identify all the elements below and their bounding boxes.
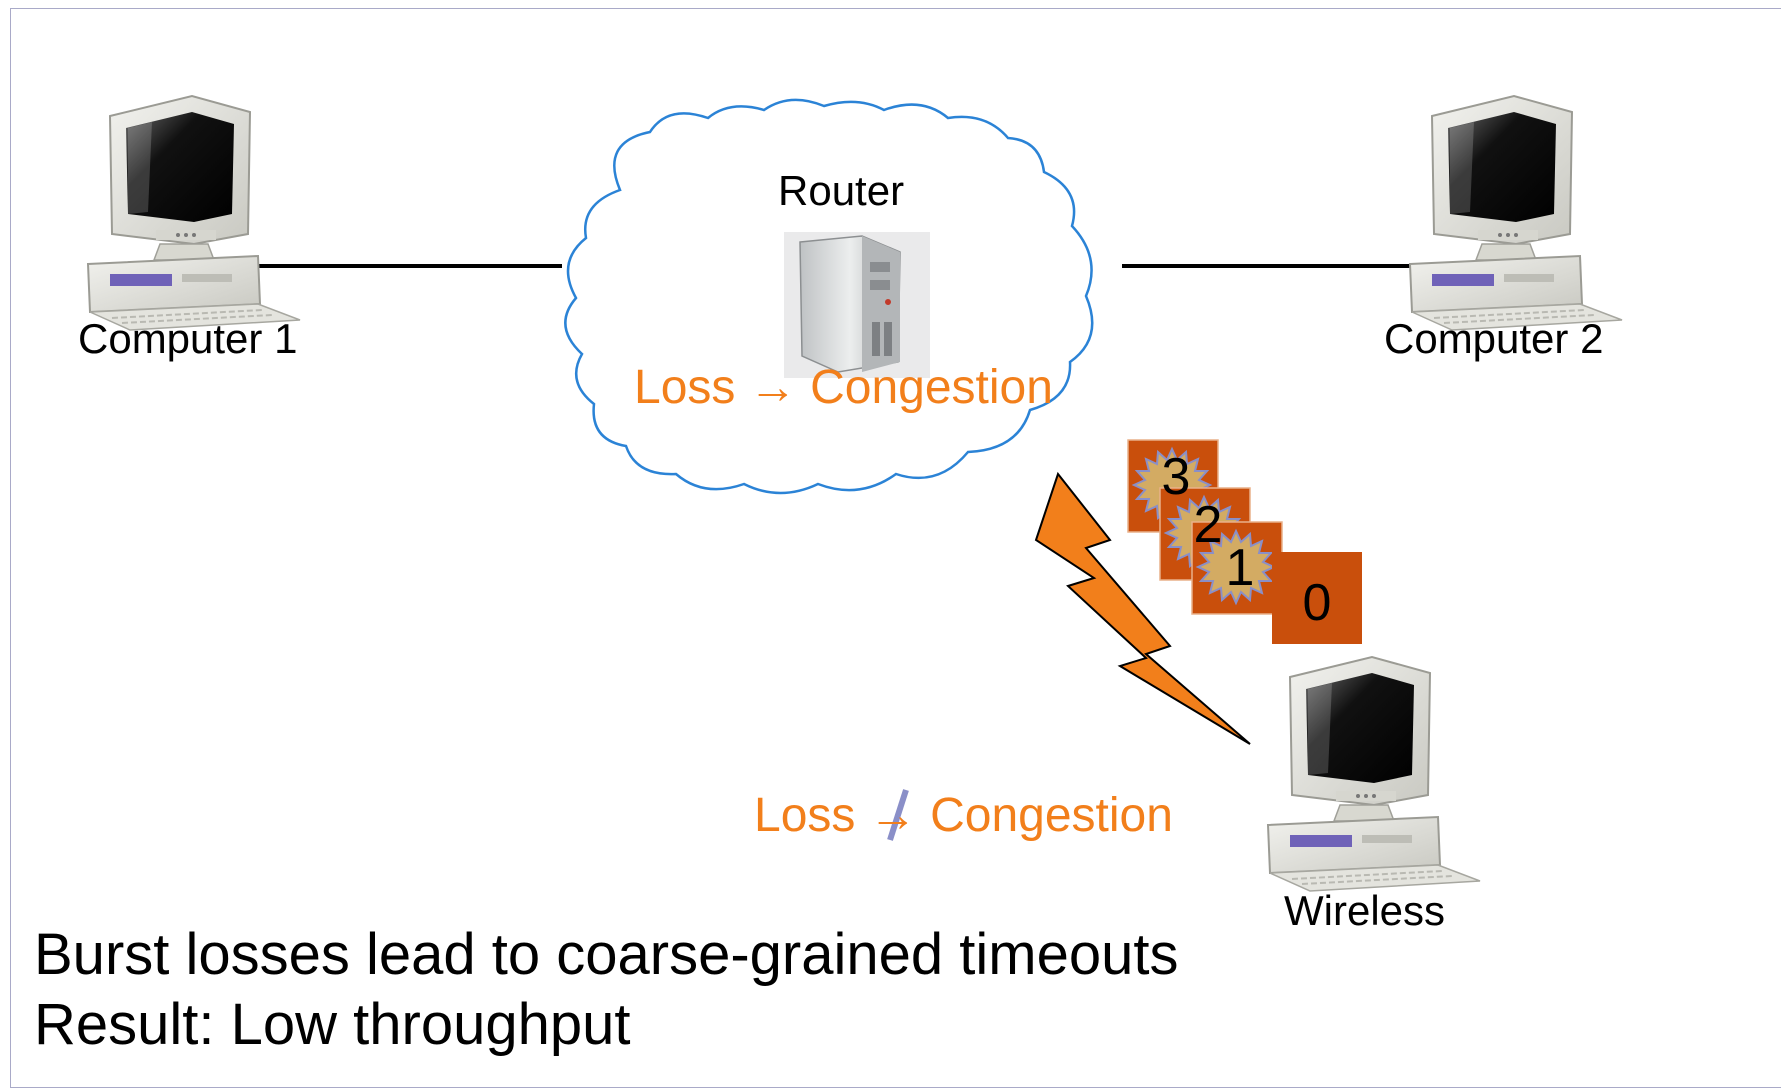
- packet-1-label: 1: [1226, 539, 1255, 597]
- router-server-icon: [784, 232, 930, 378]
- wireless-computer-icon: [1267, 656, 1481, 892]
- computer-1-icon: [87, 95, 301, 331]
- bullet-result: Result: Low throughput: [34, 992, 631, 1057]
- wireless-arrow: →: [868, 789, 917, 842]
- packet-3-label: 3: [1162, 448, 1191, 506]
- wireless-loss-text: Loss: [754, 789, 856, 842]
- computer-2-icon: [1409, 95, 1623, 331]
- bullet-burst-losses: Burst losses lead to coarse-grained time…: [34, 922, 1179, 987]
- wireless-label: Wireless: [1284, 887, 1446, 934]
- lightning-bolt-icon: [1034, 471, 1251, 745]
- packet-2-label: 2: [1194, 496, 1223, 554]
- packet-0-label: 0: [1303, 574, 1332, 632]
- wired-loss-text: Loss: [634, 361, 736, 414]
- negation-strike: [887, 789, 909, 841]
- router-label: Router: [778, 167, 905, 214]
- computer-2-label: Computer 2: [1384, 315, 1604, 362]
- packet-0: [1272, 552, 1362, 644]
- wireless-loss-not-congestion-note: Loss → Congestion: [754, 792, 1173, 840]
- wired-arrow: →: [748, 361, 797, 414]
- packet-1: [1191, 521, 1283, 615]
- wireless-congestion-text: Congestion: [930, 789, 1173, 842]
- computer-1-label: Computer 1: [78, 315, 298, 362]
- wired-loss-congestion-note: Loss → Congestion: [634, 364, 1053, 412]
- wired-congestion-text: Congestion: [810, 361, 1053, 414]
